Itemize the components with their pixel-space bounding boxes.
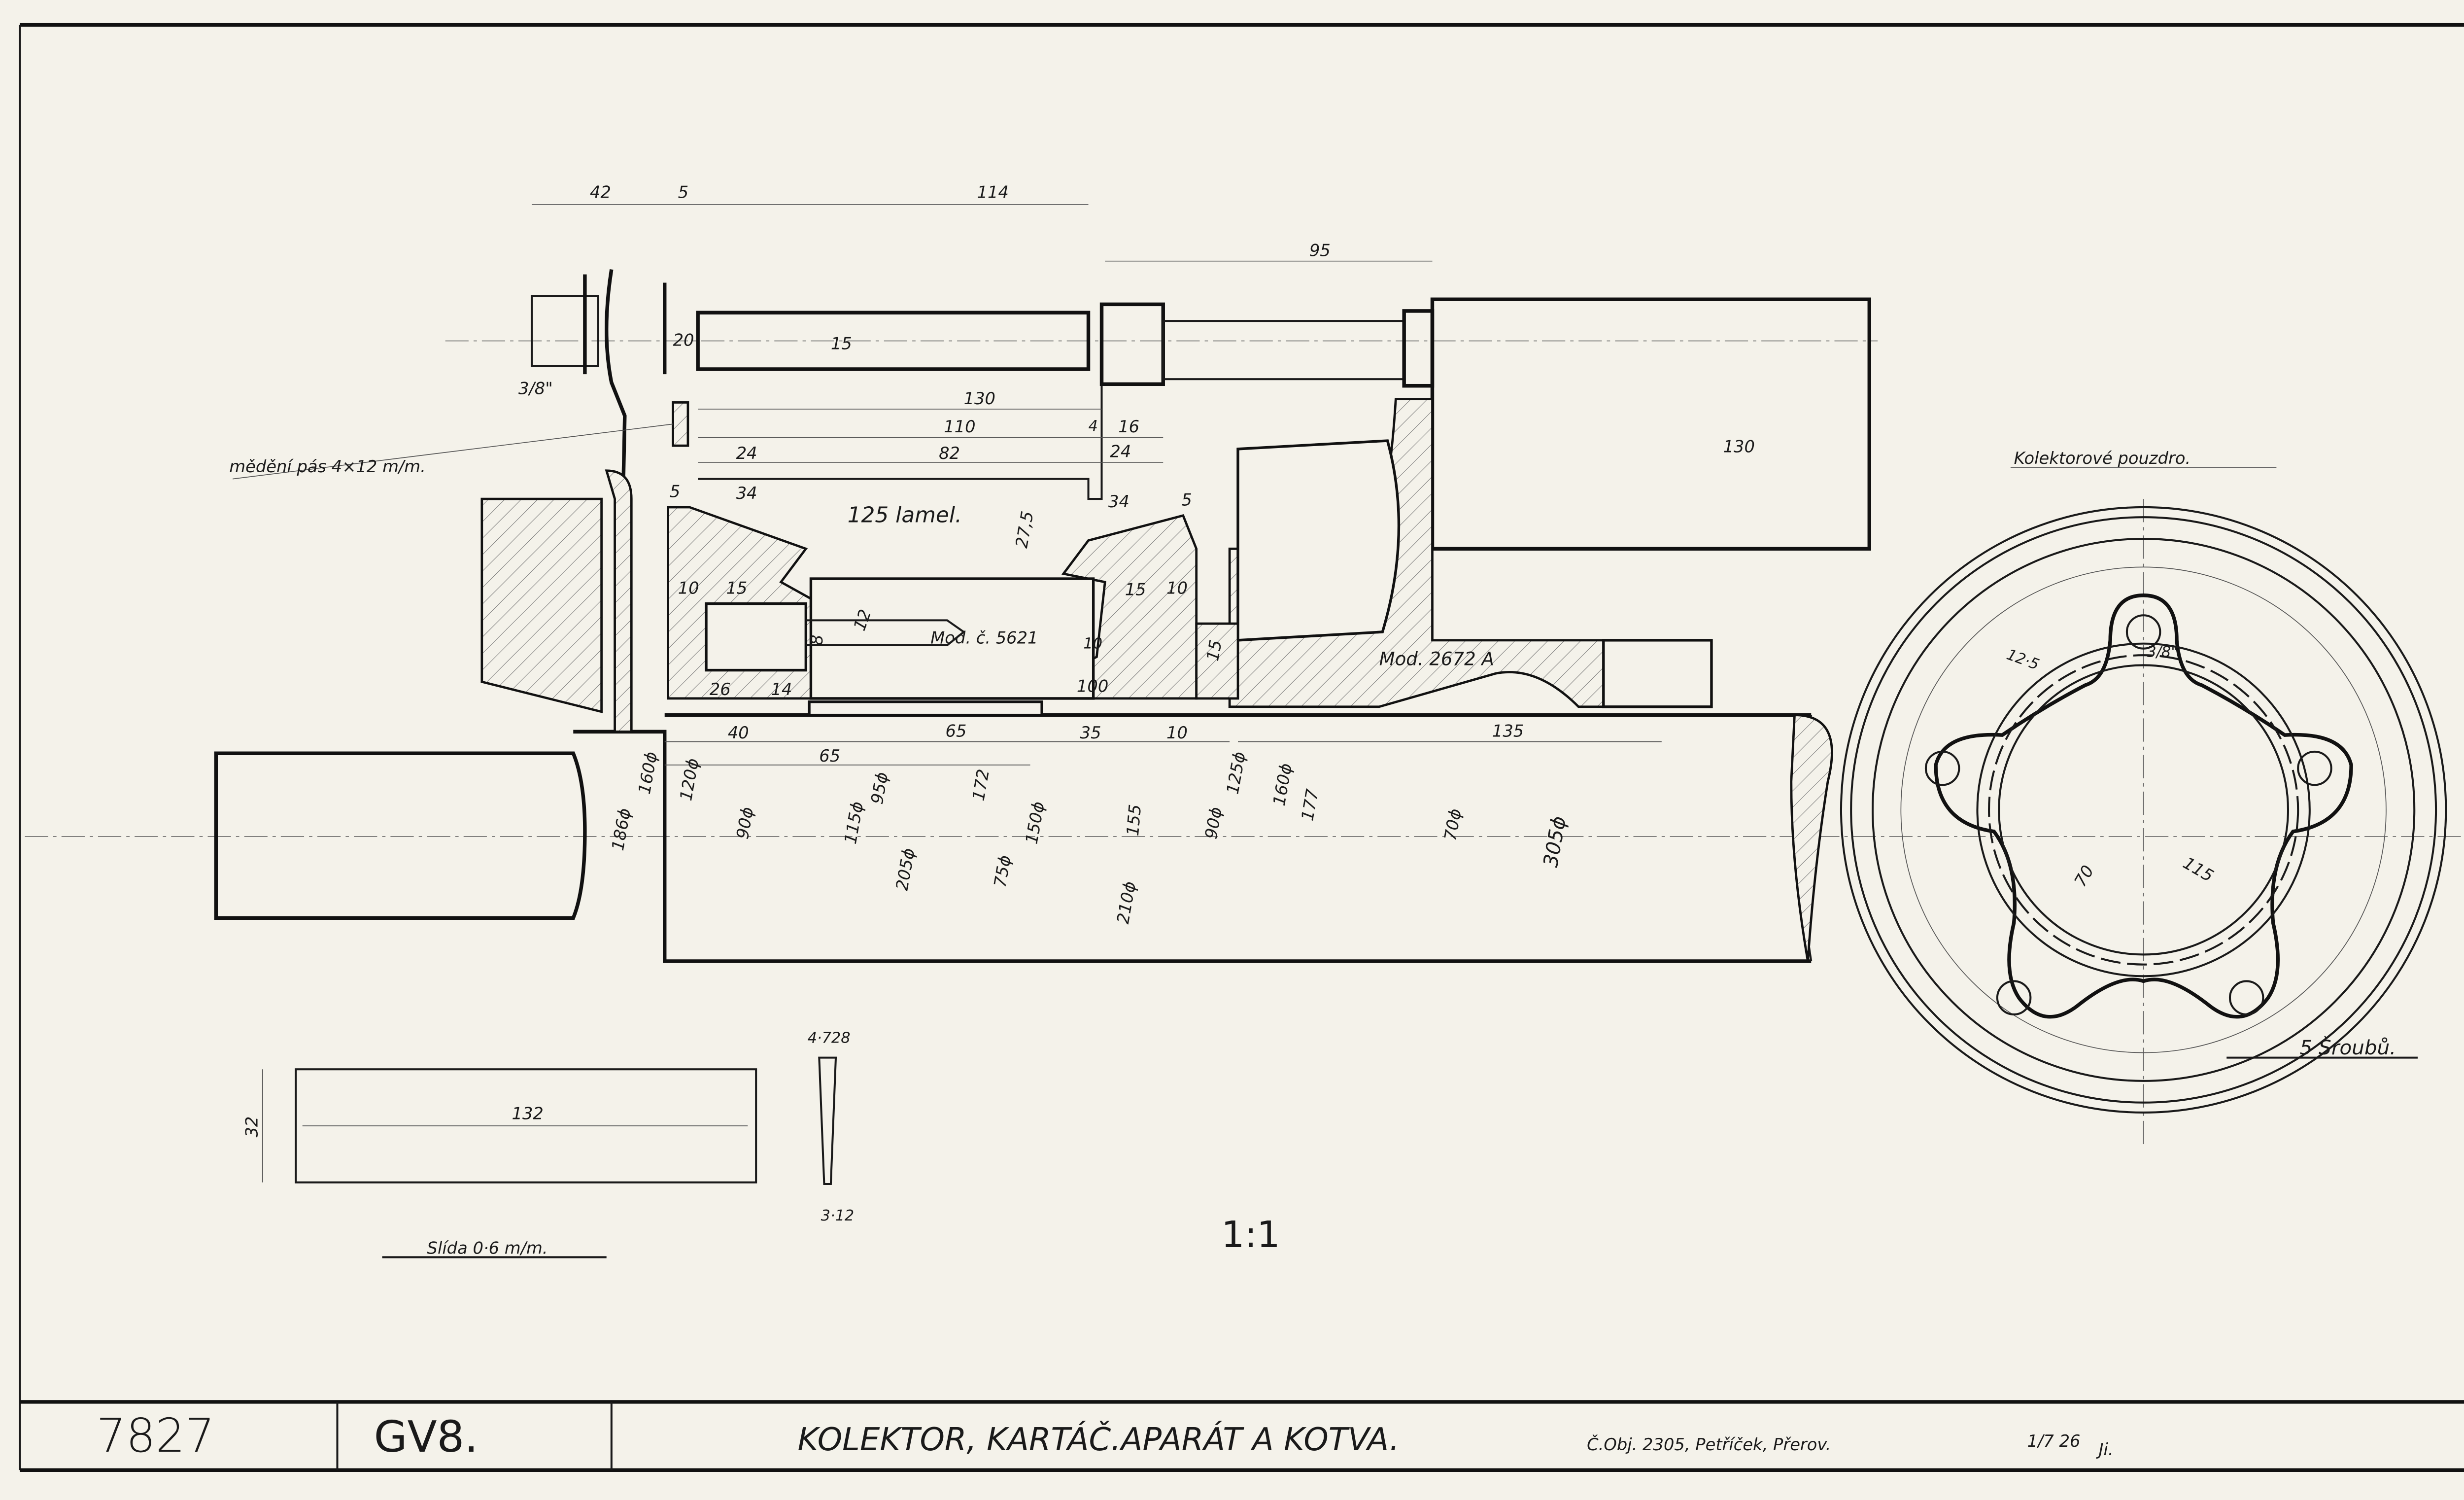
dia-150: 150ϕ <box>1022 800 1048 845</box>
dim-110: 110 <box>944 417 975 436</box>
dim-4-728: 4·728 <box>808 1029 851 1047</box>
dim-65a: 65 <box>946 722 967 741</box>
dim-42: 42 <box>590 182 611 202</box>
commutator-sleeve-view <box>1840 506 2447 1114</box>
dia-186: 186ϕ <box>608 807 634 852</box>
dimension-lines <box>232 204 2277 766</box>
dim-15-rod: 15 <box>831 334 852 353</box>
dim-10b: 10 <box>1166 578 1188 597</box>
dia-210: 210ϕ <box>1113 880 1139 925</box>
brush-holder-rod <box>530 269 1435 733</box>
signature: Ji. <box>2096 1440 2114 1459</box>
dim-5b: 5 <box>670 482 680 501</box>
dia-160b: 160ϕ <box>1269 762 1296 807</box>
dim-24a: 24 <box>736 444 757 463</box>
dia-115: 115ϕ <box>841 800 867 845</box>
dim-5: 5 <box>678 182 688 202</box>
drawing-code: GV8. <box>374 1412 479 1462</box>
dia-172: 172 <box>969 767 993 802</box>
dia-75: 75ϕ <box>990 854 1015 889</box>
drawing-number: 7827 <box>97 1409 215 1463</box>
dim-114: 114 <box>977 182 1009 202</box>
dim-34a: 34 <box>736 484 757 503</box>
dia-177: 177 <box>1298 787 1322 822</box>
dim-65b: 65 <box>819 746 840 766</box>
drawing-frame <box>19 23 2464 1472</box>
dia-125: 125ϕ <box>1223 750 1249 796</box>
dim-35: 35 <box>1080 723 1101 742</box>
dim-40: 40 <box>728 723 749 742</box>
dia-205: 205ϕ <box>892 847 918 892</box>
dim-100: 100 <box>1077 676 1108 696</box>
dim-82: 82 <box>939 444 960 463</box>
dia-305: 305ϕ <box>1539 814 1571 869</box>
dim-135: 135 <box>1492 722 1524 741</box>
dia-160a: 160ϕ <box>635 750 661 796</box>
dim-70-sleeve: 70 <box>2070 862 2097 890</box>
armature-body <box>1228 297 1871 708</box>
note-mica: Slída 0·6 m/m. <box>427 1239 548 1258</box>
dim-15b: 15 <box>1125 580 1146 599</box>
note-screws: 5 Šroubů. <box>2300 1036 2396 1059</box>
dim-thread: 3/8" <box>518 379 553 398</box>
armature-shaft <box>214 713 1833 963</box>
dim-26: 26 <box>710 680 731 699</box>
order-info: Č.Obj. 2305, Petříček, Přerov. <box>1587 1434 1831 1454</box>
dim-20: 20 <box>673 331 694 350</box>
dia-90a: 90ϕ <box>733 805 757 840</box>
dim-sleeve-thread: 3/8" <box>2147 644 2178 661</box>
dim-10c: 10 <box>1166 723 1188 742</box>
dim-115-sleeve: 115 <box>2180 853 2217 886</box>
note-lamellae: 125 lamel. <box>848 502 962 527</box>
dim-132: 132 <box>512 1104 544 1123</box>
dim-3-12: 3·12 <box>821 1207 855 1224</box>
dim-130: 130 <box>964 389 995 408</box>
dim-15a: 15 <box>726 578 747 597</box>
dim-24b: 24 <box>1110 442 1131 461</box>
dim-10a: 10 <box>678 578 699 597</box>
dia-90b: 90ϕ <box>1201 805 1226 840</box>
dia-120: 120ϕ <box>676 757 702 802</box>
dim-14: 14 <box>771 680 792 699</box>
dim-27-5: 27,5 <box>1012 510 1037 550</box>
drawing-date: 1/7 26 <box>2027 1431 2081 1451</box>
note-model-2672: Mod. 2672 A <box>1379 648 1494 669</box>
scale-label: 1:1 <box>1221 1214 1280 1256</box>
note-copper-strip: mědění pás 4×12 m/m. <box>229 457 426 476</box>
commutator <box>480 385 1239 717</box>
dim-95: 95 <box>1309 241 1331 260</box>
dim-16: 16 <box>1118 417 1139 436</box>
note-model-5621: Mod. č. 5621 <box>930 628 1038 648</box>
drawing-title: KOLEKTOR, KARTÁČ.APARÁT A KOTVA. <box>797 1421 1399 1458</box>
dia-95: 95ϕ <box>867 770 892 805</box>
dim-5c: 5 <box>1181 490 1192 510</box>
dim-32: 32 <box>242 1116 262 1138</box>
mica-detail <box>262 1056 837 1258</box>
dia-155: 155 <box>1123 803 1145 837</box>
dim-12-5: 12·5 <box>2004 646 2041 674</box>
dim-130-right: 130 <box>1723 437 1755 456</box>
dim-34b: 34 <box>1108 492 1129 511</box>
dim-4: 4 <box>1089 418 1098 435</box>
note-sleeve-title: Kolektorové pouzdro. <box>2014 449 2191 468</box>
dia-70: 70ϕ <box>1440 807 1465 842</box>
dim-r10: 10 <box>1083 635 1102 653</box>
dim-15c: 15 <box>1203 638 1226 663</box>
dim-8: 8 <box>807 635 826 645</box>
